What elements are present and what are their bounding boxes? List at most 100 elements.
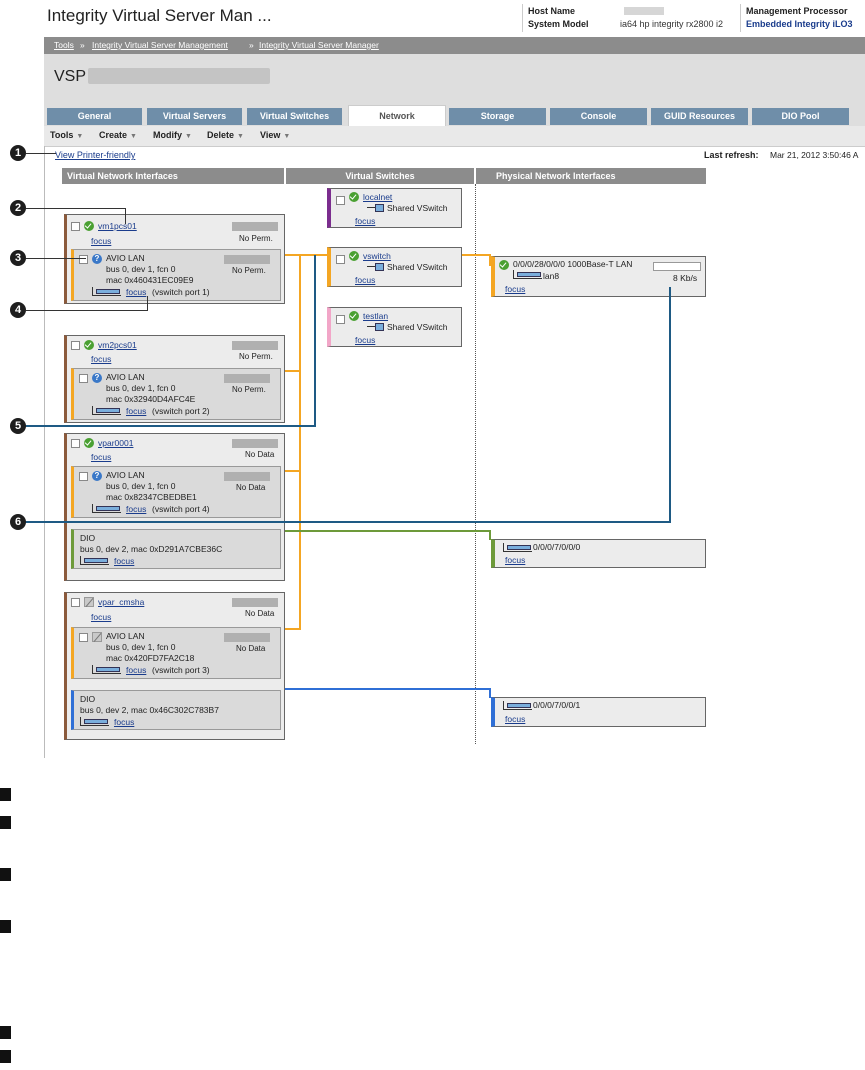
focus-link[interactable]: focus: [355, 216, 376, 226]
nic-checkbox[interactable]: [79, 255, 88, 264]
focus-link[interactable]: focus: [126, 287, 147, 297]
vm-checkbox[interactable]: [71, 598, 80, 607]
menu-delete[interactable]: Delete▼: [207, 130, 244, 140]
focus-link[interactable]: focus: [91, 236, 112, 246]
breadcrumb-ivs-manager[interactable]: Integrity Virtual Server Manager: [259, 40, 379, 50]
vswitch-icon: [367, 263, 385, 271]
breadcrumb-separator: »: [80, 40, 85, 50]
nic-checkbox[interactable]: [79, 374, 88, 383]
vm-checkbox[interactable]: [71, 222, 80, 231]
nic-card-icon: [80, 717, 109, 726]
switch-checkbox[interactable]: [336, 315, 345, 324]
nic-checkbox[interactable]: [79, 472, 88, 481]
breadcrumb: Tools » Integrity Virtual Server Managem…: [44, 37, 865, 54]
switch-name-link[interactable]: testlan: [363, 311, 389, 321]
vm-name-link[interactable]: vm1pcs01: [98, 221, 137, 231]
tab-general[interactable]: General: [47, 108, 142, 125]
callout-5-leader: [18, 425, 316, 427]
mp-label: Management Processor: [746, 6, 848, 16]
tab-network[interactable]: Network: [348, 105, 446, 127]
vm-checkbox[interactable]: [71, 341, 80, 350]
legend-marker-3: [0, 868, 11, 881]
tab-virtual-switches[interactable]: Virtual Switches: [247, 108, 342, 125]
vm-name-link[interactable]: vpar_cmsha: [98, 597, 145, 607]
callout-3: 3: [10, 250, 26, 266]
nic-type: AVIO LAN: [106, 253, 145, 263]
pni-rate: 8 Kb/s: [673, 273, 698, 283]
status-ok-icon: [84, 438, 94, 448]
focus-link[interactable]: focus: [505, 555, 526, 565]
column-header-vs: Virtual Switches: [286, 168, 474, 184]
vm-name-link[interactable]: vm2pcs01: [98, 340, 137, 350]
breadcrumb-tools[interactable]: Tools: [54, 40, 74, 50]
nic-type: AVIO LAN: [106, 372, 145, 382]
switch-card-localnet: localnet Shared VSwitch focus: [327, 188, 462, 228]
focus-link[interactable]: focus: [505, 714, 526, 724]
link-vswitch-out: [462, 254, 490, 256]
menu-tools-label: Tools: [50, 130, 74, 140]
usage-bar: [232, 598, 278, 607]
focus-link[interactable]: focus: [91, 452, 112, 462]
mp-link[interactable]: Embedded Integrity iLO3: [746, 19, 853, 29]
breadcrumb-separator: »: [249, 40, 254, 50]
vswitch-port: (vswitch port 1): [152, 287, 210, 297]
column-header-vni: Virtual Network Interfaces: [62, 168, 284, 184]
last-refresh-label: Last refresh:: [704, 150, 759, 160]
callout-4-leader: [26, 310, 148, 311]
focus-link[interactable]: focus: [355, 275, 376, 285]
switch-type: Shared VSwitch: [387, 203, 448, 213]
focus-link[interactable]: focus: [505, 284, 526, 294]
tab-guid-resources[interactable]: GUID Resources: [651, 108, 748, 125]
vm-name-link[interactable]: vpar0001: [98, 438, 134, 448]
switch-checkbox[interactable]: [336, 255, 345, 264]
nic-status: No Perm.: [232, 266, 266, 275]
link-dio-blue-drop: [489, 688, 491, 698]
focus-link[interactable]: focus: [355, 335, 376, 345]
printer-friendly-link[interactable]: View Printer-friendly: [55, 150, 136, 160]
nic-card-icon: [92, 406, 121, 415]
chevron-down-icon: ▼: [130, 133, 137, 140]
menu-view[interactable]: View▼: [260, 130, 290, 140]
pni-name: 0/0/0/7/0/0/1: [533, 700, 581, 710]
menu-delete-label: Delete: [207, 130, 235, 140]
vswitch-port: (vswitch port 3): [152, 665, 210, 675]
focus-link[interactable]: focus: [91, 354, 112, 364]
link-dio-green: [284, 530, 490, 532]
focus-link[interactable]: focus: [126, 665, 147, 675]
focus-link[interactable]: focus: [126, 504, 147, 514]
link-vswitch-drop: [489, 254, 491, 266]
focus-link[interactable]: focus: [114, 717, 135, 727]
chevron-down-icon: ▼: [185, 133, 192, 140]
switch-name-link[interactable]: localnet: [363, 192, 393, 202]
nic-status: No Data: [236, 483, 266, 492]
switch-type: Shared VSwitch: [387, 262, 448, 272]
focus-link[interactable]: focus: [114, 556, 135, 566]
tab-virtual-servers[interactable]: Virtual Servers: [147, 108, 242, 125]
callout-6-leader: [18, 521, 671, 523]
switch-checkbox[interactable]: [336, 196, 345, 205]
last-refresh-value: Mar 21, 2012 3:50:46 A: [770, 150, 859, 160]
column-divider: [475, 184, 476, 744]
tab-dio-pool[interactable]: DIO Pool: [752, 108, 849, 125]
nic-checkbox[interactable]: [79, 633, 88, 642]
breadcrumb-ivsm[interactable]: Integrity Virtual Server Management: [92, 40, 228, 50]
menu-modify[interactable]: Modify▼: [153, 130, 192, 140]
menu-view-label: View: [260, 130, 281, 140]
vm-card-vpar-cmsha: vpar_cmsha No Data focus AVIO LAN No Dat…: [64, 592, 285, 740]
nic-type: AVIO LAN: [106, 470, 145, 480]
vm-checkbox[interactable]: [71, 439, 80, 448]
status-ok-icon: [349, 311, 359, 321]
info-icon: ?: [92, 471, 102, 481]
focus-link[interactable]: focus: [126, 406, 147, 416]
menu-tools[interactable]: Tools▼: [50, 130, 83, 140]
focus-link[interactable]: focus: [91, 612, 112, 622]
switch-name-link[interactable]: vswitch: [363, 251, 391, 261]
legend-marker-6: [0, 1050, 11, 1063]
nic-card: ? AVIO LAN No Perm. bus 0, dev 1, fcn 0 …: [71, 368, 281, 420]
usage-bar: [224, 255, 270, 264]
menu-create[interactable]: Create▼: [99, 130, 137, 140]
tab-storage[interactable]: Storage: [449, 108, 546, 125]
vswitch-port: (vswitch port 2): [152, 406, 210, 416]
tab-console[interactable]: Console: [550, 108, 647, 125]
pni-card-lan8: 0/0/0/28/0/0/0 1000Base-T LAN lan8 8 Kb/…: [491, 256, 706, 297]
